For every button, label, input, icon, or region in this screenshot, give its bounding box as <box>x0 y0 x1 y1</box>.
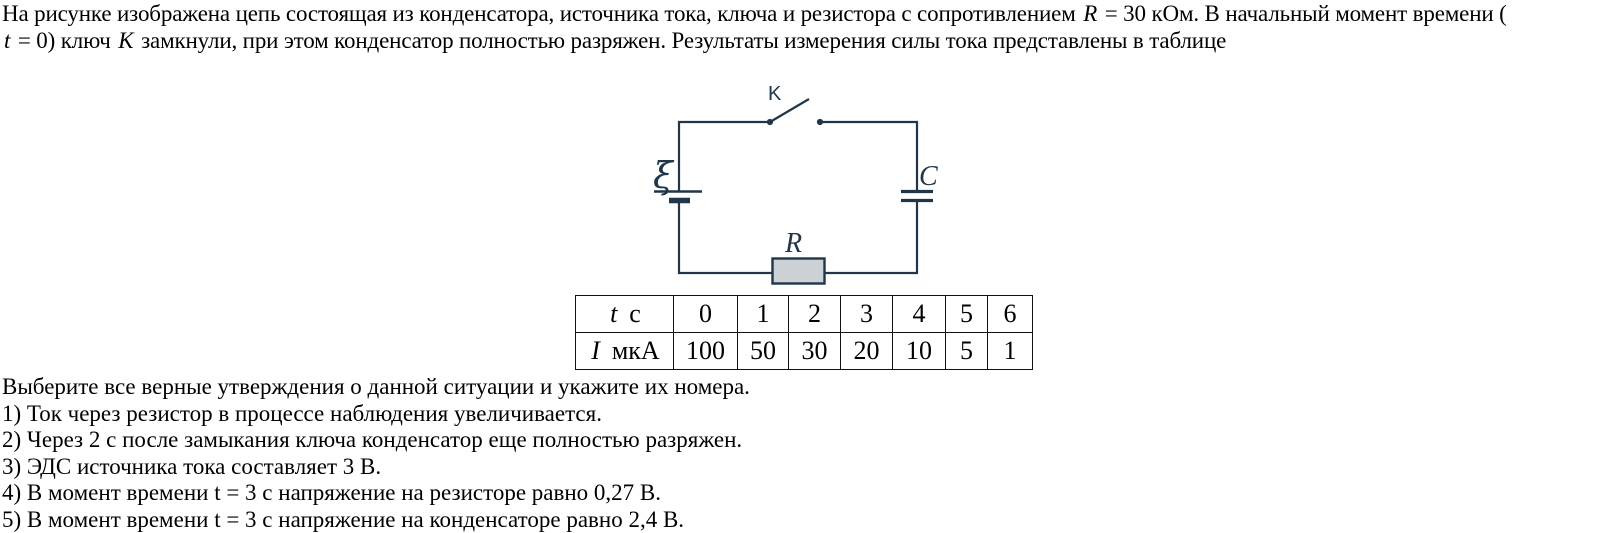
current-value: 100 <box>673 332 738 370</box>
statement-2: 2) Через 2 с после замыкания ключа конде… <box>2 427 743 452</box>
time-value: 5 <box>945 295 988 333</box>
statement-line-2: t = 0) ключ K замкнули, при этом конденс… <box>2 27 1507 54</box>
math-var-K: K <box>118 28 134 53</box>
circuit-diagram: K ξ C R <box>653 83 938 285</box>
wire-top-left <box>677 120 770 191</box>
statement-3: 3) ЭДС источника тока составляет 3 В. <box>2 453 382 479</box>
current-value: 5 <box>945 332 988 370</box>
math-var-R: R <box>1083 1 1098 26</box>
math-var-I: I <box>591 336 600 365</box>
resistor-label: R <box>784 228 802 259</box>
wire-top-right <box>820 120 919 191</box>
problem-statement: На рисунке изображена цепь состоящая из … <box>2 0 1507 54</box>
unit-label: с <box>629 299 641 328</box>
switch-contact-right-dot <box>816 118 824 126</box>
current-value: 1 <box>987 332 1033 370</box>
time-value: 3 <box>840 295 893 333</box>
statement-5: 5) В момент времени t = 3 с напряжение н… <box>2 506 685 532</box>
current-value: 20 <box>840 332 893 370</box>
text-segment: = 30 кОм. В начальный момент времени ( <box>1099 1 1507 26</box>
math-var-t: t <box>4 28 11 53</box>
time-value: 4 <box>892 295 946 333</box>
time-value: 0 <box>673 295 738 333</box>
text-segment: = 0) ключ <box>12 28 117 53</box>
capacitor-label: C <box>919 161 938 192</box>
question-block: Выберите все верные утверждения о данной… <box>2 374 750 533</box>
emf-label: ξ <box>653 156 675 197</box>
math-var-t: t <box>610 299 618 328</box>
statement-1: 1) Ток через резистор в процессе наблюде… <box>2 400 602 426</box>
switch-blade <box>769 98 810 123</box>
current-value: 10 <box>892 332 946 370</box>
current-value: 50 <box>737 332 789 370</box>
resistor-box <box>771 257 826 285</box>
question-intro: Выберите все верные утверждения о данной… <box>2 374 750 399</box>
statement-4: 4) В момент времени t = 3 с напряжение н… <box>2 480 662 505</box>
switch-contact-left-dot <box>766 118 774 126</box>
time-value: 1 <box>737 295 789 333</box>
statement-line-1: На рисунке изображена цепь состоящая из … <box>2 0 1507 27</box>
text-segment: замкнули, при этом конденсатор полностью… <box>135 28 1227 53</box>
text-segment: На рисунке изображена цепь состоящая из … <box>2 1 1082 26</box>
unit-label: мкА <box>611 336 660 365</box>
time-value: 6 <box>987 295 1033 333</box>
current-value: 30 <box>788 332 841 370</box>
switch-label: K <box>768 83 782 105</box>
time-value: 2 <box>788 295 841 333</box>
